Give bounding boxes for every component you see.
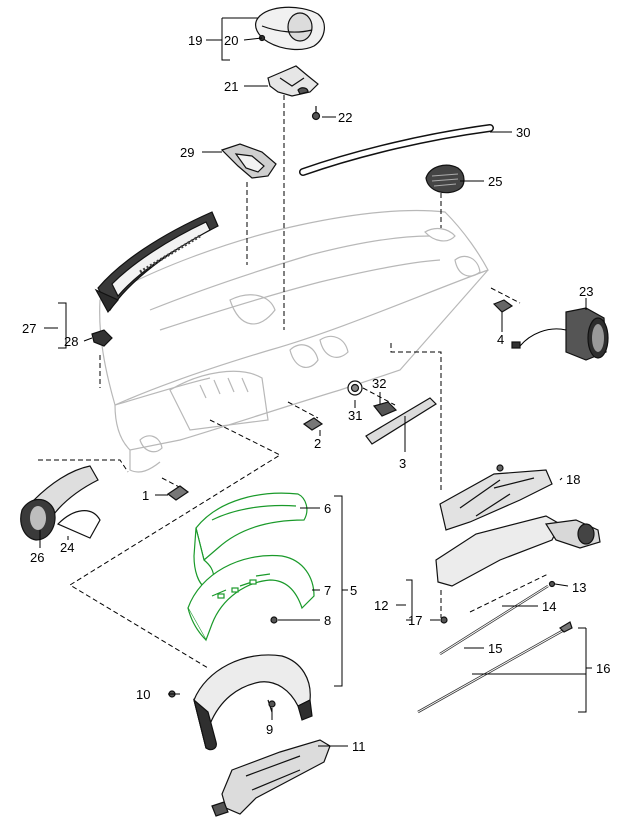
- callout-9: 9: [266, 722, 273, 737]
- callout-2: 2: [314, 436, 321, 451]
- callout-29: 29: [180, 145, 194, 160]
- callout-1: 1: [142, 488, 149, 503]
- part-ring-31: [347, 380, 363, 396]
- callout-3: 3: [399, 456, 406, 471]
- part-speaker-cover-29: [220, 143, 277, 179]
- part-seal-strip: [299, 124, 494, 176]
- callout-18: 18: [566, 472, 580, 487]
- part-screw-22: [311, 106, 321, 121]
- leader-lines: [39, 17, 592, 747]
- part-vent-25: [425, 164, 465, 194]
- part-rod-14: [439, 580, 556, 656]
- part-hood-bracket: [267, 65, 319, 97]
- part-trim-24: [56, 510, 101, 539]
- dashboard-outline: [99, 209, 489, 473]
- part-shell-7: [187, 554, 315, 642]
- callout-10: 10: [136, 687, 150, 702]
- callout-8: 8: [324, 613, 331, 628]
- callout-7: 7: [324, 583, 331, 598]
- callout-14: 14: [542, 599, 556, 614]
- part-clip-2: [302, 417, 324, 431]
- callout-24: 24: [60, 540, 74, 555]
- callout-labels: 19 20 21 22 29 30 25 23 4 27 28 32 31 2 …: [22, 33, 610, 754]
- part-defroster-vent-27: [94, 211, 219, 314]
- assembly-lines: [38, 95, 549, 669]
- part-rail-3: [365, 397, 437, 445]
- part-carrier-12: [435, 515, 601, 587]
- callout-15: 15: [488, 641, 502, 656]
- part-round-vent-23: [511, 307, 609, 361]
- callout-6: 6: [324, 501, 331, 516]
- callout-23: 23: [579, 284, 593, 299]
- callout-22: 22: [338, 110, 352, 125]
- callout-20: 20: [224, 33, 238, 48]
- callout-21: 21: [224, 79, 238, 94]
- callout-5: 5: [350, 583, 357, 598]
- callout-32: 32: [372, 376, 386, 391]
- callout-30: 30: [516, 125, 530, 140]
- callout-28: 28: [64, 334, 78, 349]
- callout-17: 17: [408, 613, 422, 628]
- part-clip-1: [166, 485, 190, 501]
- callout-13: 13: [572, 580, 586, 595]
- part-crossbeam-18: [439, 464, 553, 531]
- callout-26: 26: [30, 550, 44, 565]
- part-cover-6: [193, 492, 308, 589]
- part-shell-5: [192, 654, 313, 751]
- part-switch-32: [372, 401, 398, 417]
- part-screw-8: [270, 616, 278, 624]
- part-instrument-hood: [255, 6, 325, 51]
- callout-31: 31: [348, 408, 362, 423]
- part-screw-17: [440, 616, 448, 624]
- part-clip-28: [91, 329, 113, 347]
- callout-12: 12: [374, 598, 388, 613]
- callout-16: 16: [596, 661, 610, 676]
- callout-27: 27: [22, 321, 36, 336]
- part-bracket-11: [211, 739, 331, 817]
- part-clip-4: [492, 299, 514, 313]
- callout-11: 11: [352, 739, 366, 754]
- part-left-vent-26: [20, 465, 99, 541]
- part-rod-16: [417, 621, 573, 714]
- callout-25: 25: [488, 174, 502, 189]
- callout-19: 19: [188, 33, 202, 48]
- callout-4: 4: [497, 332, 504, 347]
